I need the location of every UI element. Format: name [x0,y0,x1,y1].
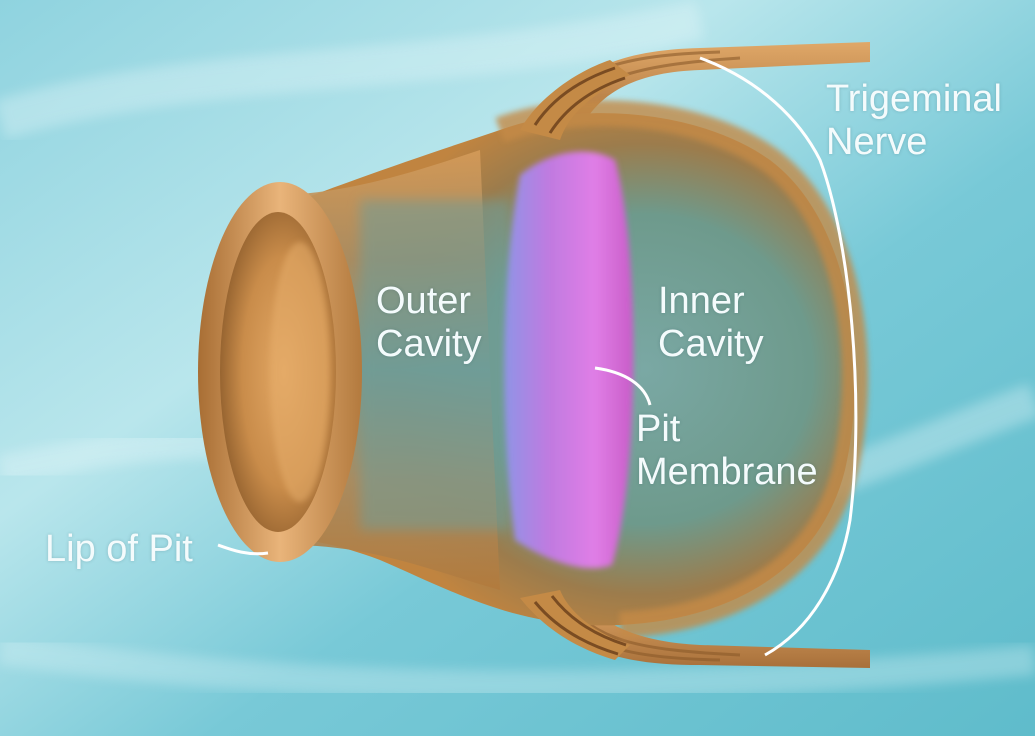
label-outer-cavity: Outer Cavity [376,280,482,366]
label-trigeminal-line-2: Nerve [826,121,1002,164]
label-inner-line-1: Inner [658,280,764,323]
label-trigeminal-nerve: Trigeminal Nerve [826,78,1002,164]
label-membrane-line-2: Membrane [636,451,818,494]
label-inner-line-2: Cavity [658,323,764,366]
label-pit-membrane: Pit Membrane [636,408,818,494]
label-outer-line-1: Outer [376,280,482,323]
label-membrane-line-1: Pit [636,408,818,451]
label-outer-line-2: Cavity [376,323,482,366]
label-trigeminal-line-1: Trigeminal [826,78,1002,121]
pit-membrane [504,152,633,569]
label-lip-of-pit: Lip of Pit [45,528,193,571]
label-inner-cavity: Inner Cavity [658,280,764,366]
